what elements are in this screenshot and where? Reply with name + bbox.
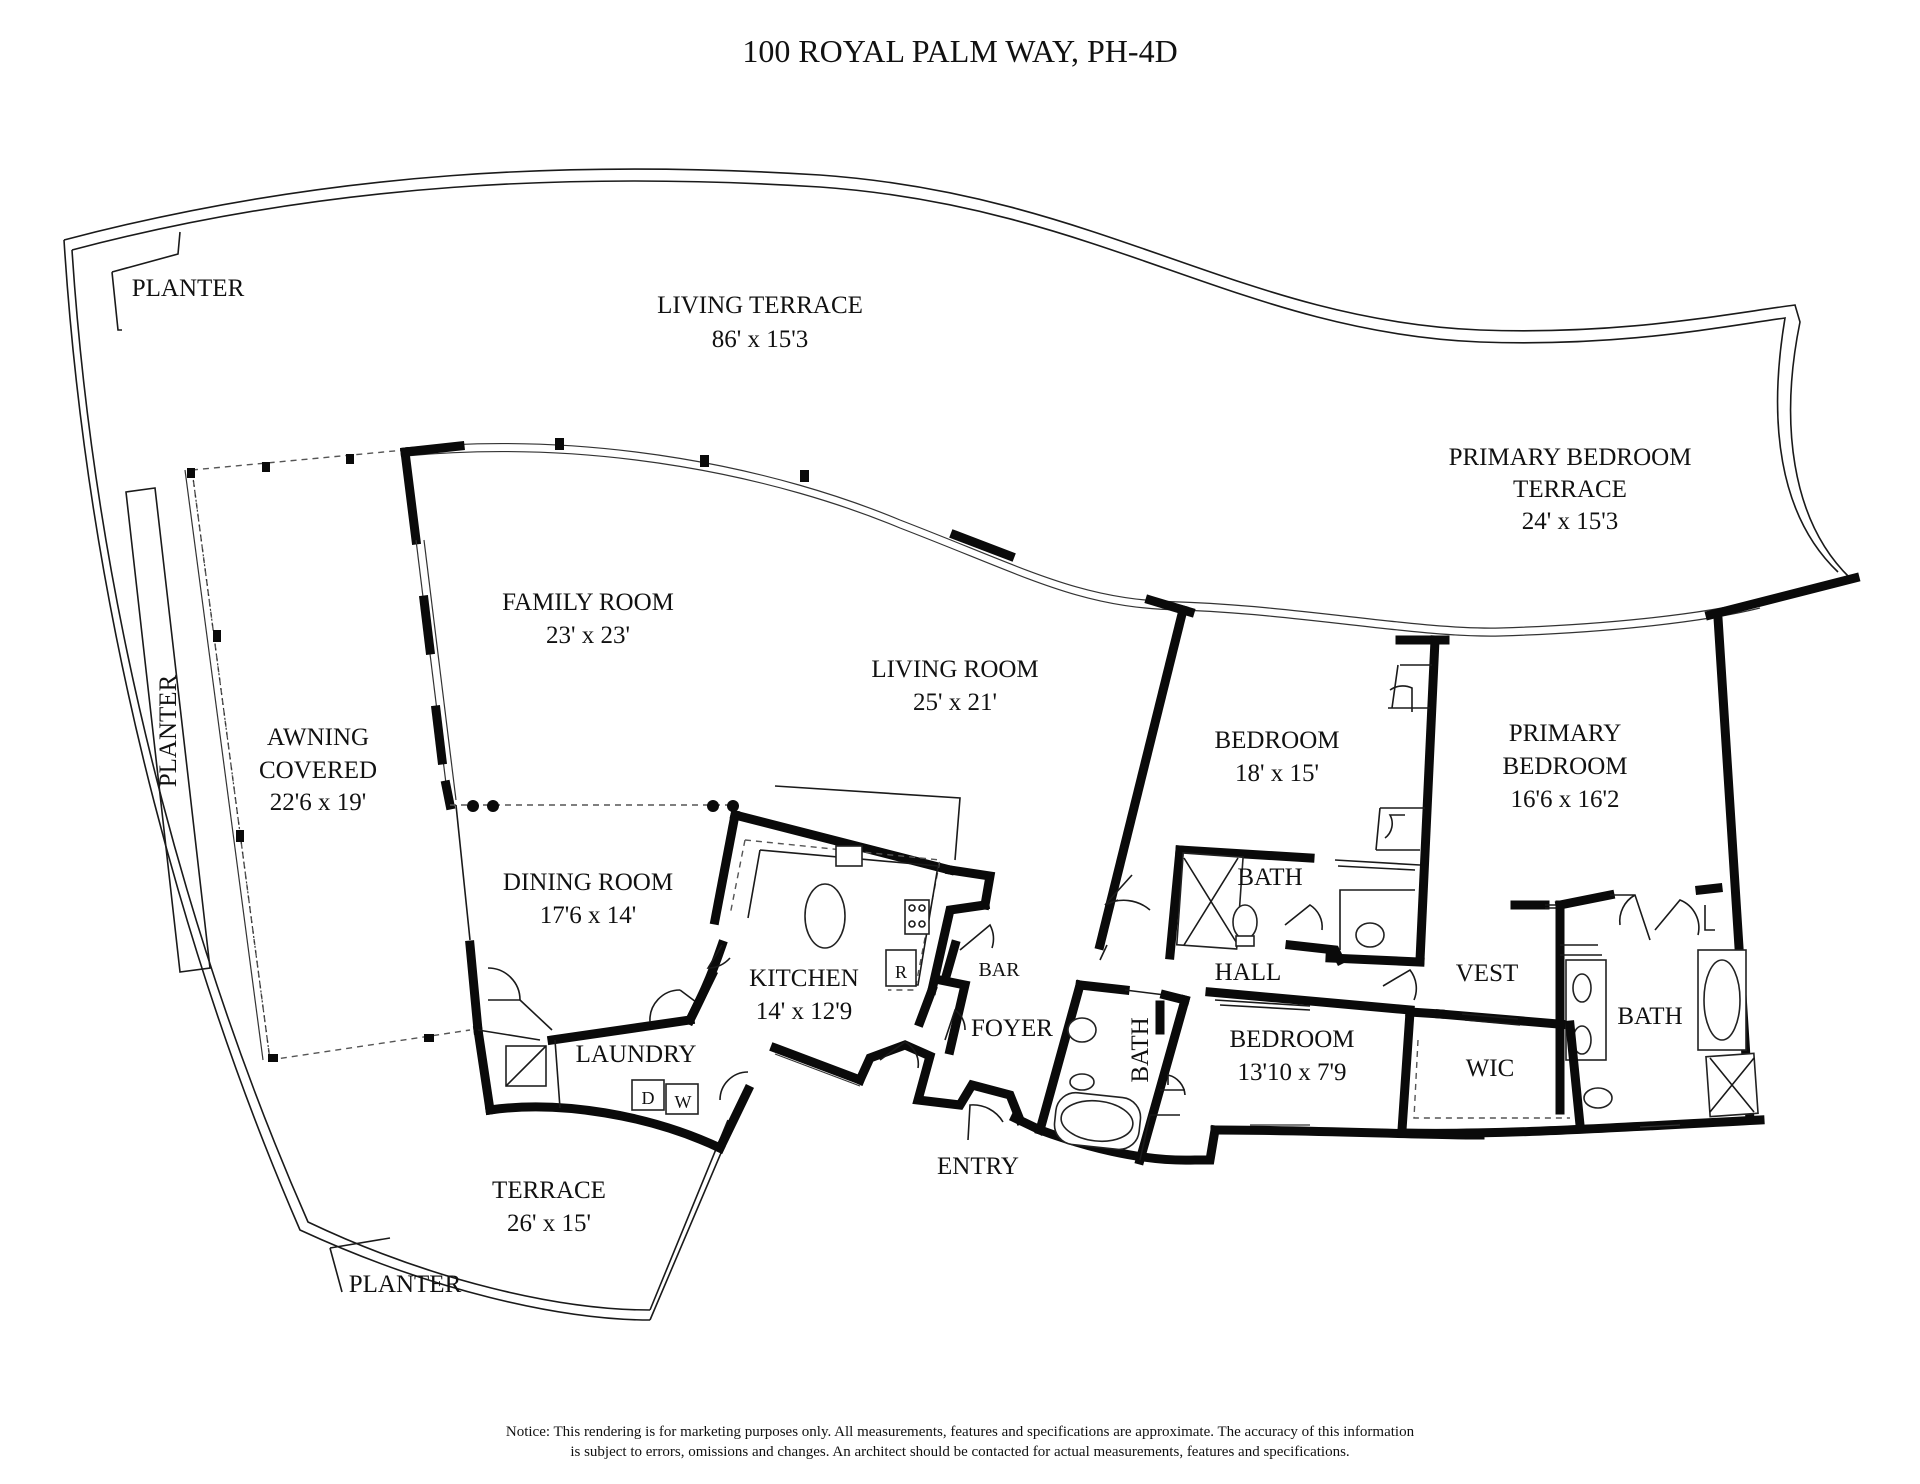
awning-area: [184, 449, 471, 1062]
primary-terrace-name-1: PRIMARY BEDROOM: [1449, 444, 1692, 471]
beam-line: [450, 800, 739, 812]
notice-line-1: Notice: This rendering is for marketing …: [506, 1424, 1415, 1440]
planter-top-label: PLANTER: [132, 275, 245, 302]
terrace-name: TERRACE: [492, 1177, 606, 1204]
wic-walls: [1397, 1007, 1765, 1138]
living-terrace-name: LIVING TERRACE: [657, 292, 863, 319]
bedroom1-name: BEDROOM: [1214, 727, 1339, 754]
kitchen-name: KITCHEN: [749, 965, 859, 992]
foyer-label: FOYER: [971, 1015, 1053, 1042]
bath-center-label: BATH: [1237, 864, 1302, 891]
primary-bedroom-name-1: PRIMARY: [1509, 720, 1622, 747]
washer-label: W: [675, 1092, 692, 1112]
bath-small-label: BATH: [1127, 1017, 1154, 1082]
bedroom2-name: BEDROOM: [1229, 1026, 1354, 1053]
hall-vest-walls: [1205, 968, 1575, 1030]
laundry-label: LAUNDRY: [576, 1041, 697, 1068]
bedroom1-dim: 18' x 15': [1235, 760, 1319, 787]
labels: 100 ROYAL PALM WAY, PH-4D PLANTER LIVING…: [132, 33, 1692, 1460]
bath2-bedroom2-walls: [1034, 979, 1485, 1166]
plan-title: 100 ROYAL PALM WAY, PH-4D: [742, 33, 1177, 69]
laundry-fixtures: [505, 1045, 749, 1115]
bath1-fixtures: [1175, 852, 1425, 967]
dining-room-dim: 17'6 x 14': [540, 902, 637, 929]
kitchen-walls: [683, 785, 996, 1056]
living-room-name: LIVING ROOM: [871, 656, 1038, 683]
terrace-dim: 26' x 15': [507, 1210, 591, 1237]
dining-room-name: DINING ROOM: [503, 869, 673, 896]
terrace-outline: [63, 168, 1851, 1321]
planter-bottom-label: PLANTER: [349, 1271, 462, 1298]
primary-terrace-name-2: TERRACE: [1513, 476, 1627, 503]
awning-dim: 22'6 x 19': [270, 789, 367, 816]
primary-terrace-dim: 24' x 15'3: [1522, 508, 1619, 535]
awning-label-2: COVERED: [259, 757, 377, 784]
hall-label: HALL: [1215, 959, 1282, 986]
kitchen-dim: 14' x 12'9: [756, 998, 853, 1025]
dryer-label: D: [642, 1088, 655, 1108]
family-room-dim: 23' x 23': [546, 622, 630, 649]
family-room-west-wall: [399, 446, 457, 811]
living-room-dim: 25' x 21': [913, 689, 997, 716]
bar-label: BAR: [978, 959, 1020, 981]
primary-bath-fixtures: [1565, 949, 1759, 1118]
bedroom1-walls: [1094, 604, 1440, 965]
living-terrace-dim: 86' x 15'3: [712, 326, 809, 353]
entry-label: ENTRY: [937, 1153, 1019, 1180]
planter-side-label: PLANTER: [155, 674, 182, 787]
primary-bedroom-dim: 16'6 x 16'2: [1510, 786, 1619, 813]
notice-line-2: is subject to errors, omissions and chan…: [570, 1444, 1349, 1460]
refrigerator-label: R: [895, 962, 907, 982]
dining-walls: [455, 804, 755, 1155]
bath-primary-label: BATH: [1617, 1003, 1682, 1030]
primary-bedroom-name-2: BEDROOM: [1502, 753, 1627, 780]
bedroom2-dim: 13'10 x 7'9: [1237, 1059, 1346, 1086]
kitchen-south-walls: [769, 1008, 1047, 1141]
wic-label: WIC: [1466, 1055, 1515, 1082]
vest-label: VEST: [1456, 960, 1519, 987]
family-room-name: FAMILY ROOM: [502, 589, 674, 616]
planter-shapes: [111, 231, 391, 1293]
awning-label-1: AWNING: [267, 724, 369, 751]
